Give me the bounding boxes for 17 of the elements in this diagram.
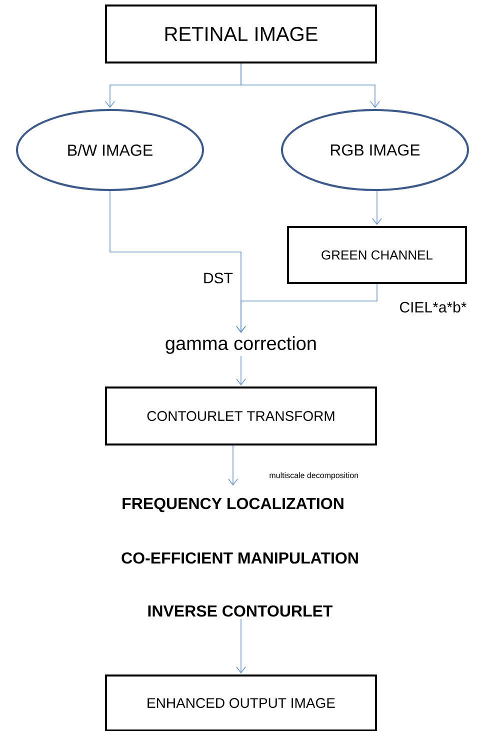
arrow xyxy=(236,356,246,386)
step-text: gamma correction xyxy=(166,336,316,354)
arrow xyxy=(236,618,246,674)
process-box: ENHANCED OUTPUT IMAGE xyxy=(105,674,377,731)
edge-label: CIEL*a*b* xyxy=(398,300,468,314)
edge-label: DST xyxy=(202,272,234,284)
arrow xyxy=(228,445,238,486)
edge-label: multiscale decomposition xyxy=(268,471,360,481)
process-box: CONTOURLET TRANSFORM xyxy=(105,386,377,446)
arrow xyxy=(236,284,378,333)
arrow xyxy=(240,63,380,108)
process-box: GREEN CHANNEL xyxy=(287,226,467,284)
process-box: RETINAL IMAGE xyxy=(105,4,377,64)
arrow xyxy=(372,190,382,225)
step-text: CO-EFFICIENT MANIPULATION xyxy=(122,552,358,564)
step-text: FREQUENCY LOCALIZATION xyxy=(122,498,344,512)
step-text: INVERSE CONTOURLET xyxy=(148,605,333,617)
